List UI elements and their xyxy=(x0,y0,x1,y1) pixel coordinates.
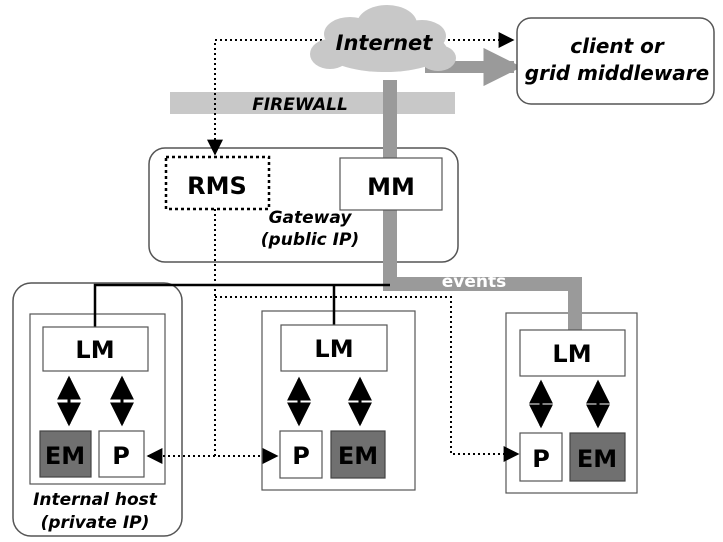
em-label-3: EM xyxy=(577,445,617,473)
gateway-label-line2: (public IP) xyxy=(261,230,359,250)
lm-box-3 xyxy=(519,329,626,377)
rms-to-p3-arrow xyxy=(215,296,520,462)
internet-to-rms-arrow xyxy=(207,39,322,156)
internet-label: Internet xyxy=(336,31,434,55)
rms-box xyxy=(164,155,271,211)
em-box-1 xyxy=(39,430,92,478)
internal-host-label-line2: (private IP) xyxy=(41,513,150,533)
client-box xyxy=(516,17,715,105)
p-label-3: P xyxy=(532,445,550,473)
lm-bus-line xyxy=(93,283,390,327)
em-box-3 xyxy=(569,432,626,482)
em-box-2 xyxy=(330,430,386,479)
mm-box xyxy=(339,157,443,211)
host-2-box xyxy=(261,310,416,491)
lm-box-2 xyxy=(280,324,388,372)
p-box-3 xyxy=(519,432,563,482)
internal-host-box xyxy=(12,282,183,537)
lm-label-3: LM xyxy=(552,340,591,368)
host-1-inner-box xyxy=(29,313,166,485)
lm-label-1: LM xyxy=(75,336,114,364)
rms-label: RMS xyxy=(187,172,247,200)
em-label-1: EM xyxy=(45,442,85,470)
mm-label: MM xyxy=(367,173,415,201)
p-box-1 xyxy=(98,430,145,478)
gateway-box xyxy=(148,147,459,263)
gateway-label-line1: Gateway xyxy=(269,208,353,228)
internet-cloud xyxy=(310,5,456,72)
client-label-line1: client or xyxy=(570,34,665,58)
p-label-1: P xyxy=(112,442,130,470)
p-label-2: P xyxy=(292,442,310,470)
em-label-2: EM xyxy=(338,442,378,470)
internal-host-label-line1: Internal host xyxy=(33,490,158,510)
events-label: events xyxy=(442,272,507,292)
client-label-line2: grid middleware xyxy=(525,61,709,85)
p-box-2 xyxy=(279,430,323,479)
lm-box-1 xyxy=(42,326,149,372)
firewall-label: FIREWALL xyxy=(252,95,348,115)
lm-label-2: LM xyxy=(314,335,353,363)
